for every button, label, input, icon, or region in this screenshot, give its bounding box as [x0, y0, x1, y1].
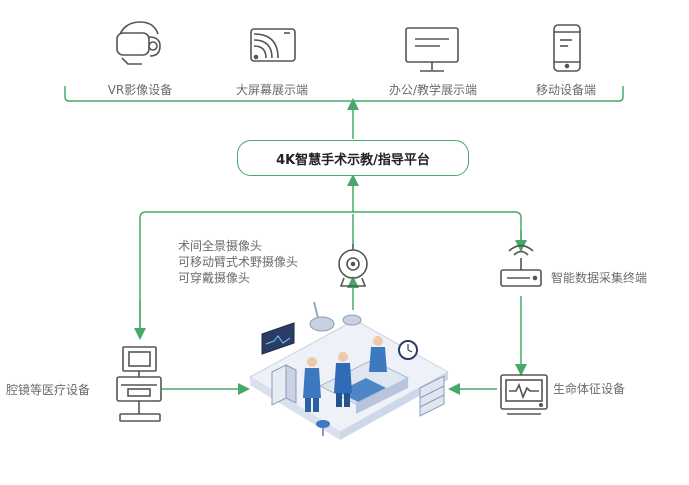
device-label-vr: VR影像设备 [107, 83, 173, 97]
stool [316, 420, 330, 428]
vital-monitor-icon [500, 374, 548, 415]
vital-signs-label: 生命体征设备 [553, 382, 626, 396]
data-terminal-label: 智能数据采集终端 [551, 271, 648, 285]
monitor-icon [405, 27, 459, 72]
camera-line-2: 可移动臂式术野摄像头 [178, 255, 299, 269]
router-antenna-icon [500, 244, 542, 287]
top-bracket-line [64, 86, 624, 102]
endoscope-tower-icon [116, 346, 162, 422]
platform-label: 4K智慧手术示教/指导平台 [276, 152, 430, 168]
surgical-lamp [309, 316, 335, 332]
camera-description: 术间全景摄像头 可移动臂式术野摄像头 可穿戴摄像头 [178, 238, 298, 286]
equipment-cart [271, 364, 287, 406]
wall-monitor [261, 322, 295, 355]
platform-box: 4K智慧手术示教/指导平台 [237, 140, 469, 176]
device-label-office-teaching: 办公/教学展示端 [388, 83, 478, 97]
surgeon-figure [303, 357, 321, 412]
device-label-mobile: 移动设备端 [535, 83, 597, 97]
screen-cast-icon [250, 28, 296, 62]
operating-room-illustration [248, 301, 450, 440]
camera-line-3: 可穿戴摄像头 [178, 271, 251, 285]
mobile-phone-icon [553, 24, 581, 72]
vr-headset-icon [116, 21, 161, 65]
surgeon-figure [334, 352, 352, 407]
webcam-icon [338, 244, 368, 287]
endoscope-label: 腔镜等医疗设备 [6, 383, 91, 397]
surgeon-figure [369, 336, 387, 372]
camera-line-1: 术间全景摄像头 [178, 239, 263, 253]
sources-bracket-line [139, 211, 522, 330]
device-label-big-screen: 大屏幕展示端 [235, 83, 309, 97]
